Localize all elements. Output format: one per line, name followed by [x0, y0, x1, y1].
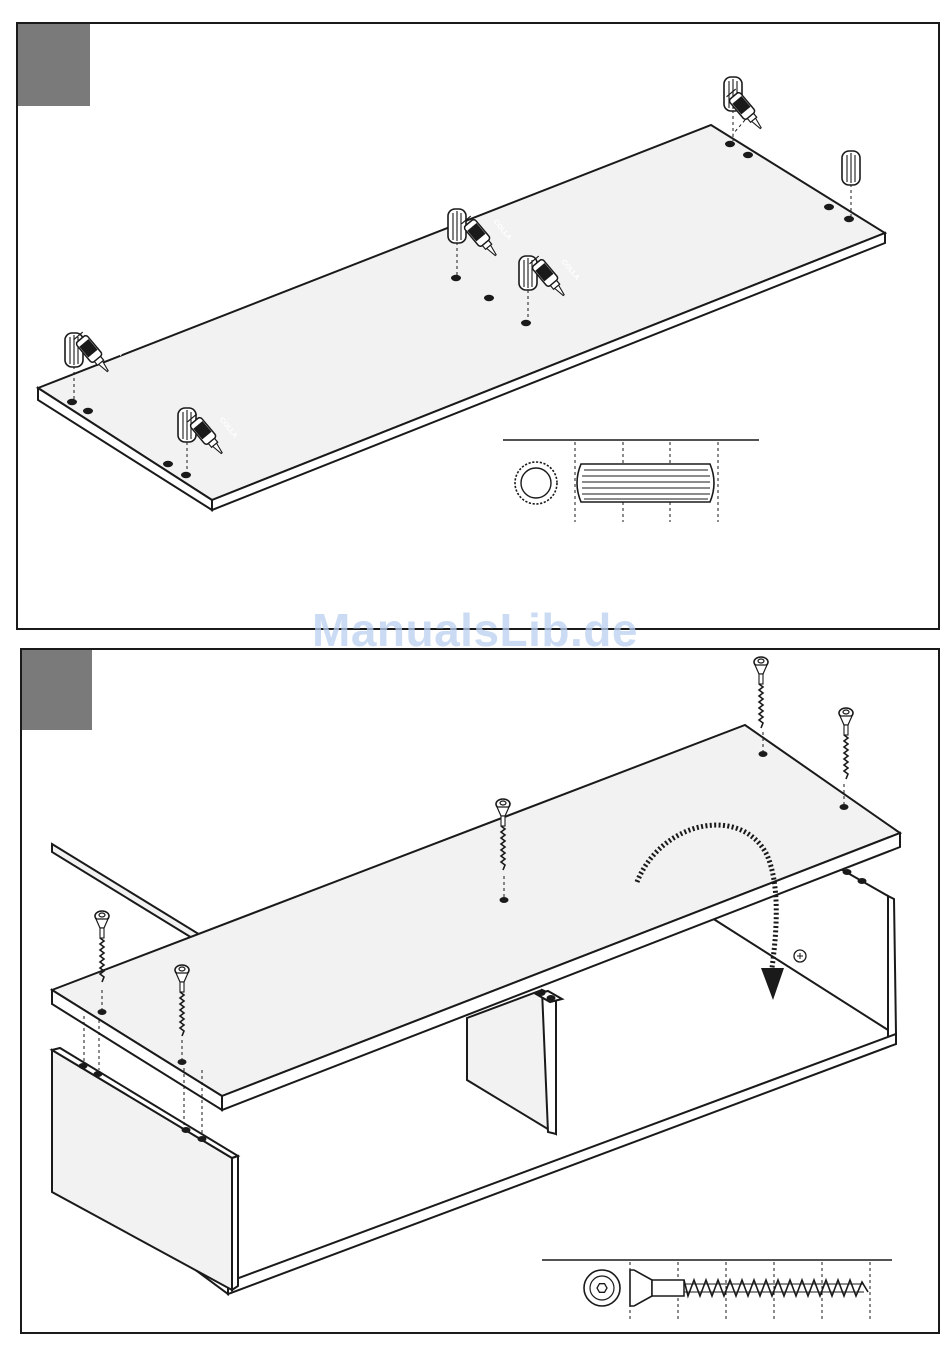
- dowel-icon: [519, 256, 537, 290]
- cam-fitting-icon: [794, 950, 806, 962]
- screw-head-hex-icon: [584, 1270, 620, 1306]
- dowel-icon: [448, 209, 466, 243]
- screw-side-view-icon: [630, 1270, 868, 1306]
- glue-label: COLLA: [757, 92, 778, 115]
- dowel-end-view-icon: [515, 462, 557, 504]
- dowel-side-view-icon: [577, 464, 714, 502]
- flat-panel: [38, 125, 885, 510]
- glue-label: COLLA: [104, 335, 125, 358]
- screw-icon: [754, 657, 768, 728]
- step-2-illustration: [22, 650, 938, 1332]
- step-1-panel: COLLA COLLA COLLA COLLA COLLA: [16, 22, 940, 630]
- dowel-icon: [842, 151, 860, 185]
- screw-icon: [839, 708, 853, 779]
- step-2-panel: [20, 648, 940, 1334]
- screw-detail-inset: [542, 1260, 892, 1322]
- dowel-detail-inset: [503, 440, 759, 522]
- step-1-illustration: COLLA COLLA COLLA COLLA COLLA: [18, 24, 938, 628]
